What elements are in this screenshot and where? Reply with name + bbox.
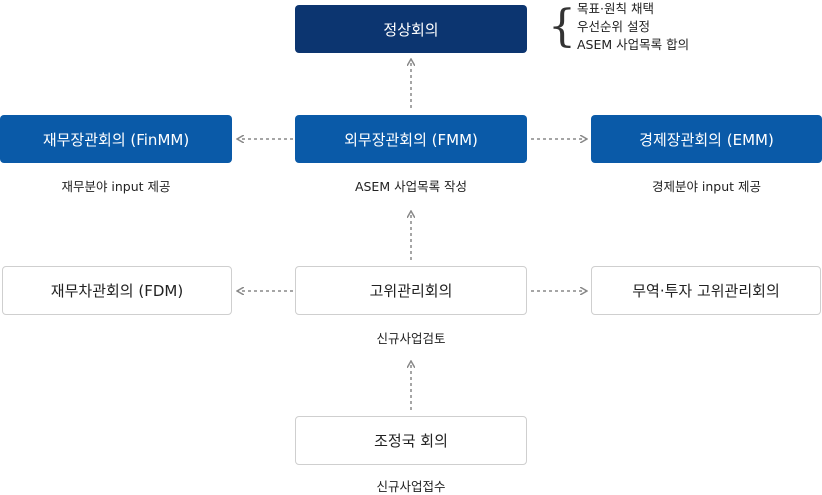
som-box: 고위관리회의: [295, 266, 527, 315]
coordination-caption: 신규사업접수: [376, 479, 446, 494]
fmm-box: 외무장관회의 (FMM): [295, 115, 527, 163]
fmm-label: 외무장관회의 (FMM): [344, 130, 478, 149]
emm-label: 경제장관회의 (EMM): [639, 130, 774, 149]
note-item: 우선순위 설정: [577, 19, 650, 34]
finmm-label: 재무장관회의 (FinMM): [42, 130, 190, 149]
trade-som-box: 무역·투자 고위관리회의: [591, 266, 821, 315]
finmm-box: 재무장관회의 (FinMM): [0, 115, 232, 163]
summit-notes: 목표·원칙 채택 우선순위 설정 ASEM 사업목록 합의: [577, 0, 689, 54]
finmm-caption: 재무분야 input 제공: [61, 179, 171, 194]
emm-caption: 경제분야 input 제공: [651, 179, 762, 194]
brace-icon: {: [548, 1, 576, 52]
fmm-caption: ASEM 사업목록 작성: [354, 179, 468, 194]
coordination-box: 조정국 회의: [295, 416, 527, 465]
som-caption: 신규사업검토: [376, 331, 446, 346]
note-item: 목표·원칙 채택: [577, 1, 654, 16]
som-label: 고위관리회의: [369, 282, 453, 300]
emm-box: 경제장관회의 (EMM): [591, 115, 822, 163]
coordination-label: 조정국 회의: [374, 432, 448, 450]
summit-box: 정상회의: [295, 5, 527, 53]
trade-som-label: 무역·투자 고위관리회의: [632, 282, 780, 300]
note-item: ASEM 사업목록 합의: [577, 37, 690, 52]
fdm-box: 재무차관회의 (FDM): [2, 266, 232, 315]
fdm-label: 재무차관회의 (FDM): [50, 282, 184, 300]
summit-label: 정상회의: [383, 20, 439, 39]
